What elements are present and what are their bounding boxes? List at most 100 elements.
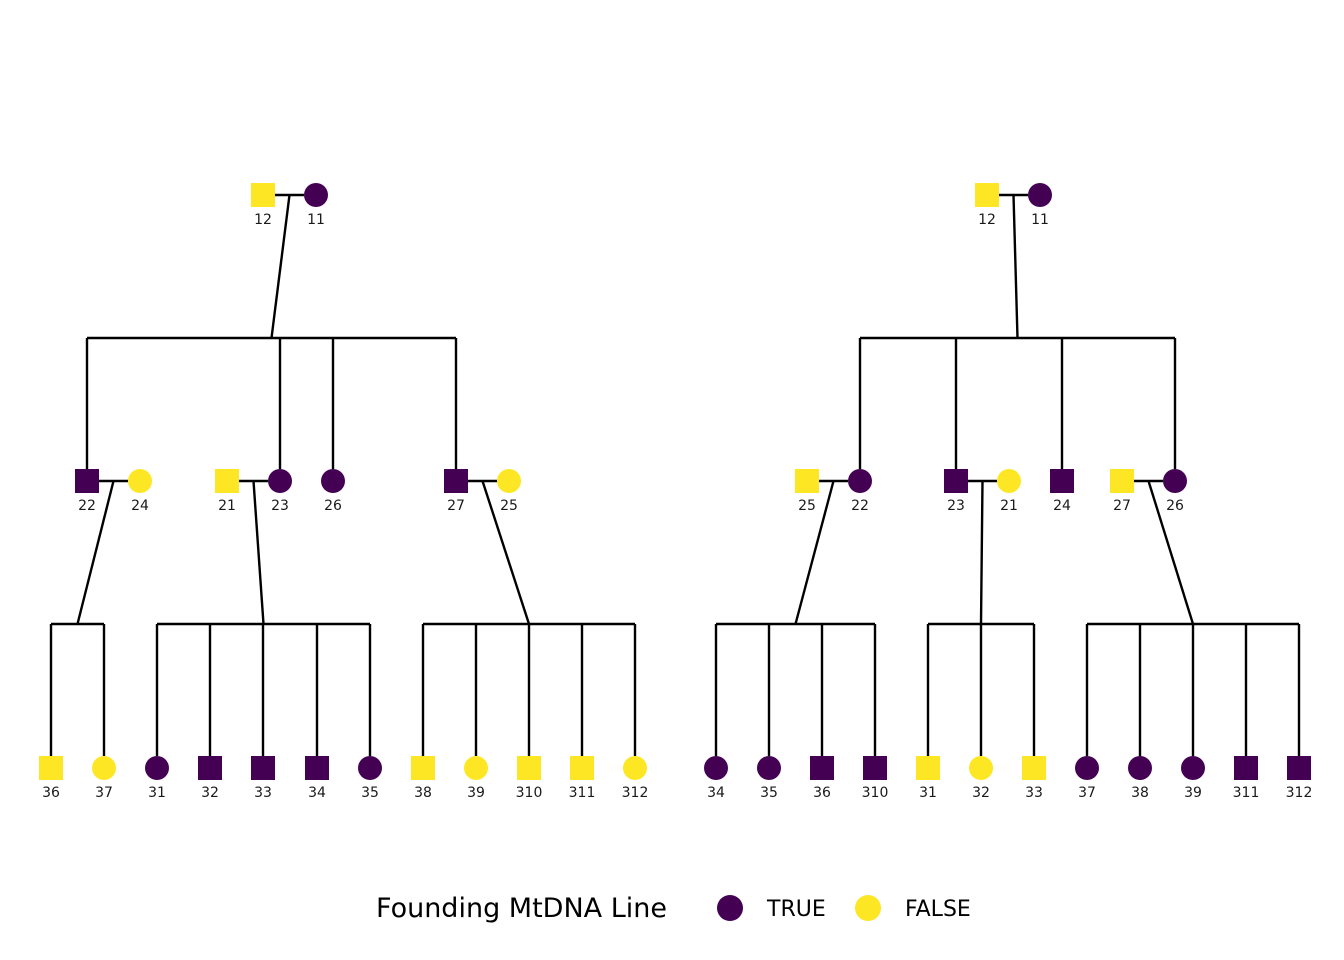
female-circle-symbol (128, 469, 152, 493)
female-circle-symbol (358, 756, 382, 780)
individual-label: 310 (516, 785, 543, 801)
individual-p1-22: 22 (75, 469, 99, 514)
male-square-symbol (1022, 756, 1046, 780)
male-square-symbol (916, 756, 940, 780)
individual-p1-38: 38 (411, 756, 435, 801)
individual-label: 25 (798, 498, 816, 514)
individual-p2-25: 25 (795, 469, 819, 514)
male-square-symbol (411, 756, 435, 780)
individual-p2-31: 31 (916, 756, 940, 801)
male-square-symbol (944, 469, 968, 493)
male-square-symbol (975, 183, 999, 207)
individual-label: 36 (42, 785, 60, 801)
legend: Founding MtDNA Line TRUE FALSE (376, 893, 971, 924)
pedigree-nodes: 12 11 22 24 21 23 26 27 25 36 37 31 32 33 34 35 38 39 310 3… (39, 183, 1312, 801)
female-circle-symbol (623, 756, 647, 780)
descent-line-p1-f2 (252, 480, 265, 625)
individual-p1-37: 37 (92, 756, 116, 801)
individual-label: 35 (361, 785, 379, 801)
individual-label: 22 (851, 498, 869, 514)
female-circle-symbol (1075, 756, 1099, 780)
legend-title: Founding MtDNA Line (376, 893, 667, 924)
female-circle-symbol (997, 469, 1021, 493)
female-circle-symbol (321, 469, 345, 493)
individual-label: 39 (1184, 785, 1202, 801)
individual-label: 24 (131, 498, 149, 514)
individual-p1-311: 311 (569, 756, 596, 801)
individual-p1-26: 26 (321, 469, 345, 514)
individual-label: 39 (467, 785, 485, 801)
individual-p1-11: 11 (304, 183, 328, 228)
female-circle-symbol (145, 756, 169, 780)
male-square-symbol (75, 469, 99, 493)
male-square-symbol (1234, 756, 1258, 780)
individual-label: 32 (201, 785, 219, 801)
individual-label: 26 (1166, 498, 1184, 514)
individual-p2-12: 12 (975, 183, 999, 228)
individual-p1-12: 12 (251, 183, 275, 228)
individual-label: 311 (1233, 785, 1260, 801)
individual-label: 38 (1131, 785, 1149, 801)
legend-false-symbol (855, 895, 881, 921)
individual-p2-38: 38 (1128, 756, 1152, 801)
female-circle-symbol (92, 756, 116, 780)
individual-label: 312 (1286, 785, 1313, 801)
individual-label: 31 (148, 785, 166, 801)
individual-p1-35: 35 (358, 756, 382, 801)
individual-label: 24 (1053, 498, 1071, 514)
descent-line-p1-f3 (481, 480, 531, 625)
individual-label: 23 (947, 498, 965, 514)
female-circle-symbol (1028, 183, 1052, 207)
male-square-symbol (1110, 469, 1134, 493)
individual-label: 11 (1031, 212, 1049, 228)
individual-p1-34: 34 (305, 756, 329, 801)
individual-label: 36 (813, 785, 831, 801)
male-square-symbol (39, 756, 63, 780)
female-circle-symbol (704, 756, 728, 780)
individual-p2-33: 33 (1022, 756, 1046, 801)
female-circle-symbol (1163, 469, 1187, 493)
individual-label: 23 (271, 498, 289, 514)
individual-label: 33 (254, 785, 272, 801)
individual-p2-27: 27 (1110, 469, 1134, 514)
individual-p2-39: 39 (1181, 756, 1205, 801)
female-circle-symbol (1181, 756, 1205, 780)
individual-label: 21 (218, 498, 236, 514)
individual-p1-21: 21 (215, 469, 239, 514)
individual-label: 21 (1000, 498, 1018, 514)
individual-p1-39: 39 (464, 756, 488, 801)
male-square-symbol (198, 756, 222, 780)
individual-p1-32: 32 (198, 756, 222, 801)
male-square-symbol (305, 756, 329, 780)
individual-p1-25: 25 (497, 469, 521, 514)
connector-lines (49, 193, 1301, 756)
individual-label: 311 (569, 785, 596, 801)
legend-true-symbol (717, 895, 743, 921)
female-circle-symbol (304, 183, 328, 207)
individual-label: 26 (324, 498, 342, 514)
individual-label: 32 (972, 785, 990, 801)
individual-label: 33 (1025, 785, 1043, 801)
individual-p2-311: 311 (1233, 756, 1260, 801)
male-square-symbol (444, 469, 468, 493)
individual-p2-26: 26 (1163, 469, 1187, 514)
individual-label: 12 (254, 212, 272, 228)
descent-line-p1-f0 (270, 194, 291, 339)
female-circle-symbol (757, 756, 781, 780)
descent-line-p2-f0 (1012, 194, 1019, 339)
male-square-symbol (1050, 469, 1074, 493)
individual-label: 27 (447, 498, 465, 514)
individual-p2-36: 36 (810, 756, 834, 801)
individual-p1-31: 31 (145, 756, 169, 801)
individual-p2-310: 310 (862, 756, 889, 801)
female-circle-symbol (464, 756, 488, 780)
individual-label: 310 (862, 785, 889, 801)
descent-line-p2-f2 (979, 480, 984, 625)
individual-label: 25 (500, 498, 518, 514)
male-square-symbol (795, 469, 819, 493)
individual-p1-310: 310 (516, 756, 543, 801)
individual-label: 37 (95, 785, 113, 801)
individual-label: 312 (622, 785, 649, 801)
individual-label: 35 (760, 785, 778, 801)
